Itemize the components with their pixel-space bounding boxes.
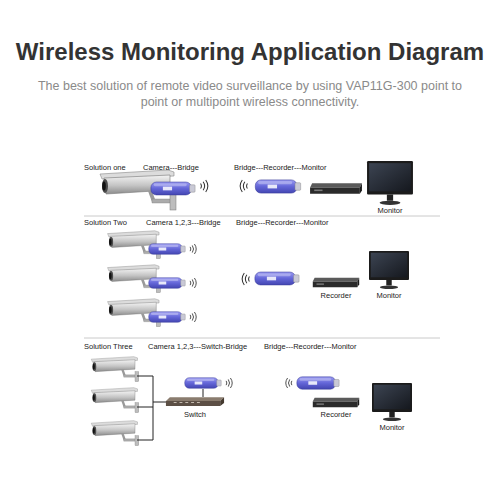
network-cable (203, 389, 204, 397)
signal-waves (190, 278, 196, 288)
signal-waves (242, 273, 249, 285)
network-switch (166, 397, 224, 406)
device-label: Switch (184, 410, 206, 419)
device-label: Monitor (379, 423, 404, 432)
diagram-title: Wireless Monitoring Application Diagram (0, 38, 500, 66)
diagram-caption: The best solution of remote video survei… (30, 78, 470, 110)
wireless-bridge (151, 182, 195, 195)
section-subtitle: Bridge---Recorder---Monitor (236, 218, 329, 227)
section-subtitle: Camera---Bridge (143, 163, 199, 172)
recorder (313, 278, 359, 287)
wireless-bridge (149, 278, 185, 289)
section-subtitle: Camera 1,2,3---Switch-Bridge (148, 342, 247, 351)
signal-waves (226, 378, 232, 388)
section-heading: Solution Three (84, 342, 133, 351)
camera (91, 421, 139, 446)
device-label: Monitor (377, 206, 402, 215)
signal-waves (286, 378, 292, 388)
device-label: Recorder (321, 291, 352, 300)
signal-waves (240, 180, 247, 192)
wireless-bridge (149, 244, 185, 255)
camera (91, 357, 139, 382)
camera (91, 388, 139, 413)
signal-waves (190, 312, 196, 322)
monitor (367, 161, 413, 205)
wireless-bridge (149, 312, 185, 323)
wireless-bridge (185, 378, 221, 389)
section-subtitle: Camera 1,2,3---Bridge (146, 218, 221, 227)
device-label: Recorder (321, 410, 352, 419)
wireless-bridge (255, 180, 300, 193)
recorder (313, 398, 359, 407)
monitor (372, 383, 412, 421)
monitor (369, 251, 409, 289)
section-subtitle: Bridge---Recorder---Monitor (234, 163, 327, 172)
section-divider (84, 338, 440, 339)
wireless-bridge (297, 377, 339, 389)
network-cable (137, 376, 166, 440)
wireless-bridge (255, 272, 299, 285)
signal-waves (201, 180, 208, 192)
section-divider (84, 216, 440, 217)
device-label: Monitor (376, 291, 401, 300)
section-heading: Solution Two (84, 218, 127, 227)
section-subtitle: Bridge---Recorder---Monitor (264, 342, 357, 351)
recorder (310, 183, 362, 193)
signal-waves (190, 244, 196, 254)
section-heading: Solution one (84, 163, 126, 172)
